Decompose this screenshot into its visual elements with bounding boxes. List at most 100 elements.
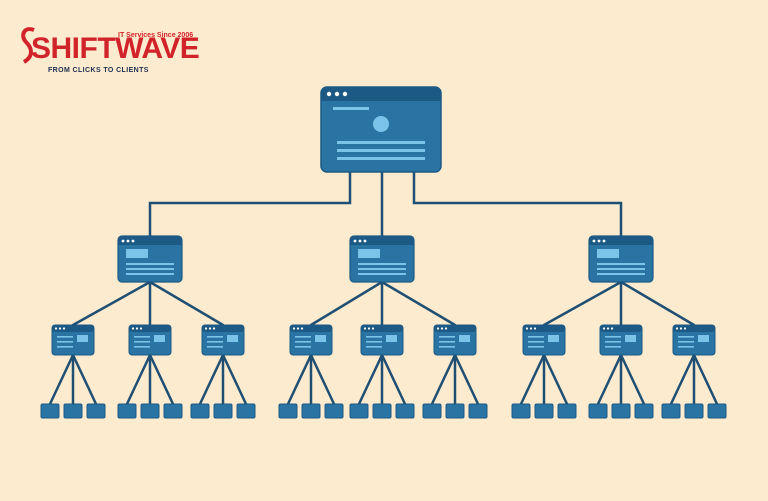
connector-line	[71, 353, 98, 406]
connector-line	[221, 353, 248, 406]
window-dot-icon	[121, 239, 125, 243]
subpage-node	[433, 324, 477, 356]
connector-line	[596, 353, 623, 406]
connector-line	[48, 353, 75, 406]
leaf-page-node	[445, 403, 465, 419]
window-dot-icon	[353, 239, 357, 243]
window-dot-icon	[592, 239, 596, 243]
window-dot-icon	[606, 327, 610, 330]
image-placeholder-icon	[597, 249, 619, 258]
leaf-page-node	[511, 403, 531, 419]
connector-line	[125, 353, 152, 406]
window-dot-icon	[358, 239, 362, 243]
leaf-page-node	[588, 403, 608, 419]
connector-line	[619, 280, 696, 327]
category-page-node	[117, 235, 183, 283]
logo-slogan: FROM CLICKS TO CLIENTS	[48, 67, 149, 74]
window-dot-icon	[363, 327, 367, 330]
connector-line	[453, 353, 480, 406]
root-page-node	[320, 86, 442, 173]
category-page-node	[349, 235, 415, 283]
leaf-page-node	[395, 403, 415, 419]
window-dot-icon	[610, 327, 614, 330]
subpage-node	[672, 324, 716, 356]
connector-line	[519, 353, 546, 406]
leaf-page-node	[213, 403, 233, 419]
logo-tagline: IT Services Since 2006	[118, 32, 194, 39]
connector-line	[71, 280, 152, 327]
window-dot-icon	[525, 327, 529, 330]
connector-line	[148, 353, 175, 406]
leaf-page-node	[40, 403, 60, 419]
subpage-node	[360, 324, 404, 356]
connector-line	[380, 353, 407, 406]
connector-line	[309, 280, 384, 327]
leaf-page-node	[190, 403, 210, 419]
leaf-page-node	[422, 403, 442, 419]
window-dot-icon	[135, 327, 139, 330]
leaf-page-node	[372, 403, 392, 419]
image-placeholder-icon	[459, 335, 470, 342]
window-dot-icon	[363, 239, 367, 243]
connector-line	[148, 280, 225, 327]
window-dot-icon	[326, 91, 332, 97]
window-dot-icon	[602, 327, 606, 330]
connector-line	[542, 353, 569, 406]
tree-nodes	[40, 86, 727, 419]
window-dot-icon	[675, 327, 679, 330]
window-dot-icon	[131, 327, 135, 330]
category-page-node	[588, 235, 654, 283]
window-dot-icon	[62, 327, 66, 330]
image-placeholder-icon	[698, 335, 709, 342]
window-dot-icon	[58, 327, 62, 330]
window-dot-icon	[292, 327, 296, 330]
leaf-page-node	[63, 403, 83, 419]
connector-line	[380, 280, 457, 327]
image-placeholder-icon	[358, 249, 380, 258]
image-placeholder-icon	[548, 335, 559, 342]
connector-line	[669, 353, 696, 406]
connector-line	[357, 353, 384, 406]
leaf-page-node	[661, 403, 681, 419]
window-dot-icon	[212, 327, 216, 330]
subpage-node	[128, 324, 172, 356]
leaf-page-node	[140, 403, 160, 419]
leaf-page-node	[468, 403, 488, 419]
image-placeholder-icon	[373, 116, 389, 132]
window-dot-icon	[342, 91, 348, 97]
window-dot-icon	[597, 239, 601, 243]
image-placeholder-icon	[77, 335, 88, 342]
window-dot-icon	[683, 327, 687, 330]
connector-line	[148, 172, 352, 236]
image-placeholder-icon	[227, 335, 238, 342]
leaf-page-node	[117, 403, 137, 419]
leaf-page-node	[707, 403, 727, 419]
window-dot-icon	[208, 327, 212, 330]
image-placeholder-icon	[315, 335, 326, 342]
image-placeholder-icon	[154, 335, 165, 342]
connector-line	[542, 280, 623, 327]
connector-line	[692, 353, 719, 406]
connector-line	[619, 353, 646, 406]
leaf-page-node	[278, 403, 298, 419]
window-dot-icon	[679, 327, 683, 330]
subpage-node	[599, 324, 643, 356]
window-dot-icon	[367, 327, 371, 330]
window-dot-icon	[334, 91, 340, 97]
window-dot-icon	[204, 327, 208, 330]
window-dot-icon	[371, 327, 375, 330]
image-placeholder-icon	[126, 249, 148, 258]
leaf-page-node	[611, 403, 631, 419]
window-dot-icon	[440, 327, 444, 330]
subpage-node	[289, 324, 333, 356]
window-dot-icon	[533, 327, 537, 330]
connector-line	[412, 172, 623, 236]
image-placeholder-icon	[386, 335, 397, 342]
window-dot-icon	[54, 327, 58, 330]
logo-wordmark: SHIFTWAVE	[31, 32, 200, 65]
connector-line	[430, 353, 457, 406]
leaf-page-node	[324, 403, 344, 419]
window-dot-icon	[296, 327, 300, 330]
leaf-page-node	[534, 403, 554, 419]
